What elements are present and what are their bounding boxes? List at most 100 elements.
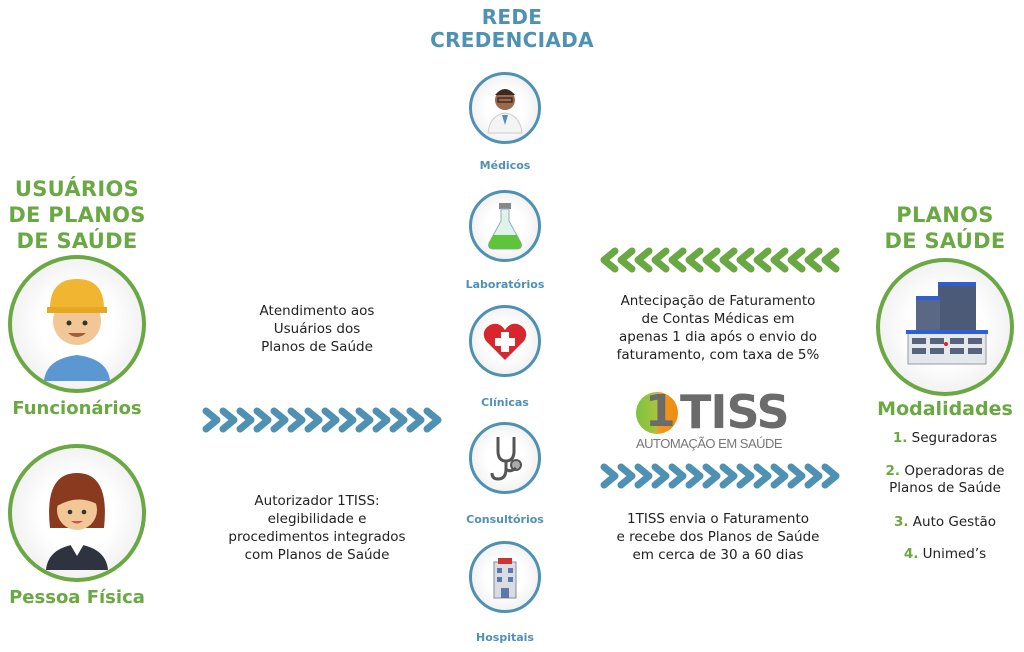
chevron-icon [821,247,840,273]
center-item-label: Consultórios [466,513,544,526]
chevron-icon [770,463,789,489]
chevron-icon [355,407,374,433]
chevron-icon [634,247,653,273]
text-line: com Planos de Saúde [244,547,390,563]
chevron-icon [406,407,425,433]
text-line: Autorizador 1TISS: [254,493,380,509]
chevron-icon [202,407,221,433]
text-line: de Contas Médicas em [641,311,795,327]
chevron-icon [651,247,670,273]
chevron-icon [787,247,806,273]
modality-label: Auto Gestão [912,514,997,530]
person-label: Pessoa Física [9,587,145,608]
title-line: DE SAÚDE [16,229,138,253]
chevron-icon [753,247,772,273]
modality-number: 1. [892,430,908,446]
usuarios-title: USUÁRIOS DE PLANOS DE SAÚDE [0,176,154,254]
center-item-label: Hospitais [476,631,534,644]
logo-circle-icon [636,392,678,434]
chevron-icon [423,407,442,433]
title-line: CREDENCIADA [430,28,594,52]
chevron-icon [770,247,789,273]
chevron-icon [389,407,408,433]
chevron-icon [753,463,772,489]
chevron-icon [634,463,653,489]
chevron-icon [702,247,721,273]
atendimento-text: Atendimento aos Usuários dos Planos de S… [217,302,417,356]
chevron-icon [600,247,619,273]
logo-text: TISS [680,385,790,439]
text-line: faturamento, com taxa de 5% [616,347,820,363]
chevron-icon [736,463,755,489]
text-line: 1TISS envia o Faturamento [627,511,809,527]
title-line: PLANOS [896,203,994,227]
chevron-icon [617,463,636,489]
text-line: em cerca de 30 a 60 dias [632,547,804,563]
chevron-icon [685,463,704,489]
text-line: Antecipação de Faturamento [620,293,816,309]
text-line: apenas 1 dia após o envio do [618,329,818,345]
chevron-icon [719,247,738,273]
chevron-icon [719,463,738,489]
office-building-icon [876,258,1014,396]
logo-tagline: AUTOMAÇÃO EM SAÚDE [636,436,783,451]
text-line: elegibilidade e [267,511,367,527]
doctor-icon [469,72,541,144]
modality-item: 1. Seguradoras [860,430,1024,447]
chevron-icon [600,463,619,489]
title-line: REDE [481,5,543,29]
chevron-icon [668,463,687,489]
1tiss-logo: 1 TISS AUTOMAÇÃO EM SAÚDE [636,385,790,456]
chevron-icon [702,463,721,489]
arrow-left-green [598,246,848,274]
rede-credenciada-title: REDE CREDENCIADA [412,6,612,52]
chevron-icon [804,463,823,489]
title-line: DE SAÚDE [884,229,1006,253]
chevron-icon [804,247,823,273]
modality-item: 3. Auto Gestão [860,514,1024,531]
chevron-icon [338,407,357,433]
logo-number: 1 [645,386,676,437]
modality-number: 3. [893,514,909,530]
antecipacao-text: Antecipação de Faturamento de Contas Méd… [598,292,838,364]
modalidades-title: Modalidades [877,398,1013,420]
worker-icon [8,255,146,393]
center-item-label: Clínicas [481,396,529,409]
modality-label: Operadoras de [904,463,1005,479]
chevron-icon [372,407,391,433]
woman-icon [8,444,146,582]
chevron-icon [321,407,340,433]
chevron-icon [668,247,687,273]
stethoscope-icon [469,422,541,494]
text-line: e recebe dos Planos de Saúde [616,529,820,545]
chevron-icon [253,407,272,433]
modality-label: Unimed’s [922,546,987,562]
chevron-icon [287,407,306,433]
chevron-icon [617,247,636,273]
envio-text: 1TISS envia o Faturamento e recebe dos P… [598,510,838,564]
modality-number: 4. [903,546,919,562]
hospital-icon [469,541,541,613]
person-label: Funcionários [12,398,142,419]
modality-label: Seguradoras [911,430,998,446]
text-line: Planos de Saúde [261,339,373,355]
planos-title: PLANOS DE SAÚDE [870,202,1020,254]
chevron-icon [270,407,289,433]
title-line: DE PLANOS [8,203,146,227]
chevron-icon [651,463,670,489]
chevron-icon [236,407,255,433]
chevron-icon [685,247,704,273]
flask-icon [469,190,541,262]
modality-number: 2. [885,463,901,479]
chevron-icon [821,463,840,489]
arrow-right-blue [598,462,848,490]
heart-cross-icon [469,305,541,377]
modality-label: Planos de Saúde [889,480,1001,496]
modality-item: 4. Unimed’s [860,546,1024,563]
title-line: USUÁRIOS [14,177,140,201]
text-line: Usuários dos [273,321,361,337]
arrow-right-blue [200,406,450,434]
chevron-icon [304,407,323,433]
text-line: procedimentos integrados [228,529,406,545]
